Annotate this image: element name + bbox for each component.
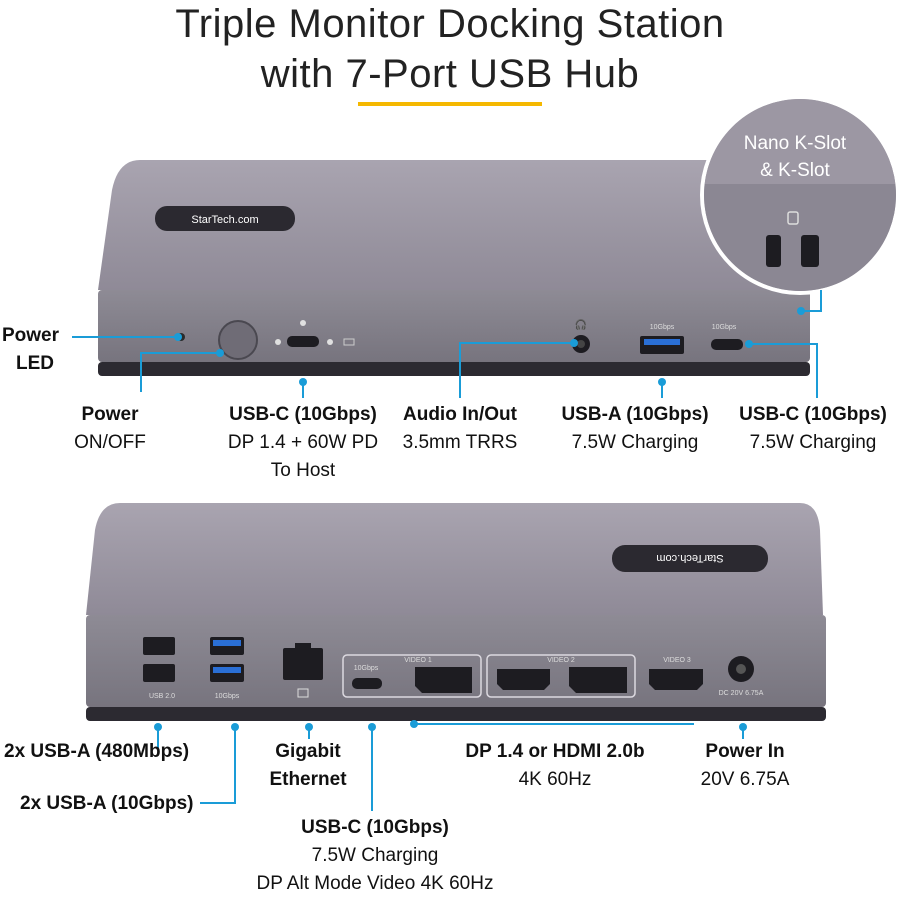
label-usba-front-2: 7.5W Charging [571, 432, 699, 453]
callout-kslot [820, 290, 822, 312]
network-icon [297, 688, 309, 698]
callout-audio [459, 342, 461, 398]
ethernet-port-icon [283, 648, 323, 680]
svg-text:10Gbps: 10Gbps [354, 665, 379, 672]
label-usbc-host-2: DP 1.4 + 60W PD [227, 432, 379, 453]
svg-text:10Gbps: 10Gbps [712, 324, 737, 331]
usb2-port-top-icon [143, 637, 175, 655]
callout-usbc-front [748, 343, 818, 345]
label-dp-hdmi-1: DP 1.4 or HDMI 2.0b [465, 741, 645, 762]
k-slot-inset [700, 95, 900, 295]
label-dp-hdmi-2: 4K 60Hz [518, 769, 592, 790]
callout-power-in [742, 727, 744, 739]
displayport-2-icon [569, 667, 627, 693]
label-usba-10: 2x USB-A (10Gbps) [20, 793, 194, 814]
label-usba-front-1: USB-A (10Gbps) [561, 404, 709, 425]
usbc-host-port-icon [287, 336, 319, 347]
callout-usbc-rear [371, 727, 373, 811]
label-usbc-rear-3: DP Alt Mode Video 4K 60Hz [256, 873, 494, 894]
label-ethernet-1: Gigabit [275, 741, 341, 762]
label-power-in-2: 20V 6.75A [700, 769, 790, 790]
label-ethernet-2: Ethernet [269, 769, 347, 790]
usbc-front-port-icon [711, 339, 743, 350]
svg-text:VIDEO 1: VIDEO 1 [404, 657, 432, 664]
label-usbc-host-3: To Host [270, 460, 336, 481]
front-brand-text: StarTech.com [191, 214, 258, 226]
title-line-2: with 7-Port USB Hub [260, 52, 640, 96]
svg-text:VIDEO 2: VIDEO 2 [547, 657, 575, 664]
label-usbc-rear-1: USB-C (10Gbps) [301, 817, 449, 838]
svg-text:10Gbps: 10Gbps [215, 693, 240, 700]
callout-usb2 [157, 727, 159, 749]
inset-label-2: & K-Slot [760, 160, 830, 181]
displayport-1-icon [415, 667, 472, 693]
title-underline [358, 102, 542, 106]
callout-usbc-host [302, 382, 304, 398]
usbc-rear-port-icon [352, 678, 382, 689]
callout-ethernet [308, 727, 310, 739]
label-usbc-host-1: USB-C (10Gbps) [229, 404, 377, 425]
label-power-led-1: Power [2, 325, 60, 346]
label-audio-2: 3.5mm TRRS [402, 432, 518, 453]
callout-power-led [72, 336, 178, 338]
lock-icon [787, 211, 799, 225]
label-power-in-1: Power In [705, 741, 785, 762]
hdmi-3-icon [649, 669, 703, 690]
title-line-1: Triple Monitor Docking Station [175, 2, 725, 46]
usb2-port-bottom-icon [143, 664, 175, 682]
svg-text:VIDEO 3: VIDEO 3 [663, 657, 691, 664]
label-power-2: ON/OFF [74, 432, 146, 453]
label-usba-480: 2x USB-A (480Mbps) [4, 741, 190, 762]
svg-text:🎧: 🎧 [575, 318, 587, 331]
hdmi-2-icon [497, 669, 550, 690]
nano-k-slot-icon [766, 235, 781, 267]
rear-brand-text: StarTech.com [656, 552, 723, 564]
svg-text:USB 2.0: USB 2.0 [149, 693, 175, 700]
power-button-icon [218, 320, 258, 360]
label-audio-1: Audio In/Out [403, 404, 517, 425]
svg-text:DC 20V 6.75A: DC 20V 6.75A [719, 690, 764, 697]
rear-dock: StarTech.com USB 2.0 10Gbps VIDEO 1 10Gb… [86, 503, 826, 721]
callout-usba-front [661, 382, 663, 398]
callout-video [414, 723, 694, 725]
front-brand-plate [155, 206, 295, 231]
front-dock: StarTech.com 🎧 10Gbps 10Gbps [98, 160, 810, 376]
label-usbc-rear-2: 7.5W Charging [311, 845, 439, 866]
label-power-led-2: LED [16, 353, 54, 374]
callout-usb10 [234, 727, 236, 804]
inset-label-1: Nano K-Slot [743, 133, 847, 154]
callout-power [140, 352, 142, 392]
label-power-1: Power [81, 404, 139, 425]
label-usbc-front-1: USB-C (10Gbps) [739, 404, 887, 425]
k-slot-icon [801, 235, 819, 267]
svg-text:10Gbps: 10Gbps [650, 324, 675, 331]
label-usbc-front-2: 7.5W Charging [749, 432, 877, 453]
